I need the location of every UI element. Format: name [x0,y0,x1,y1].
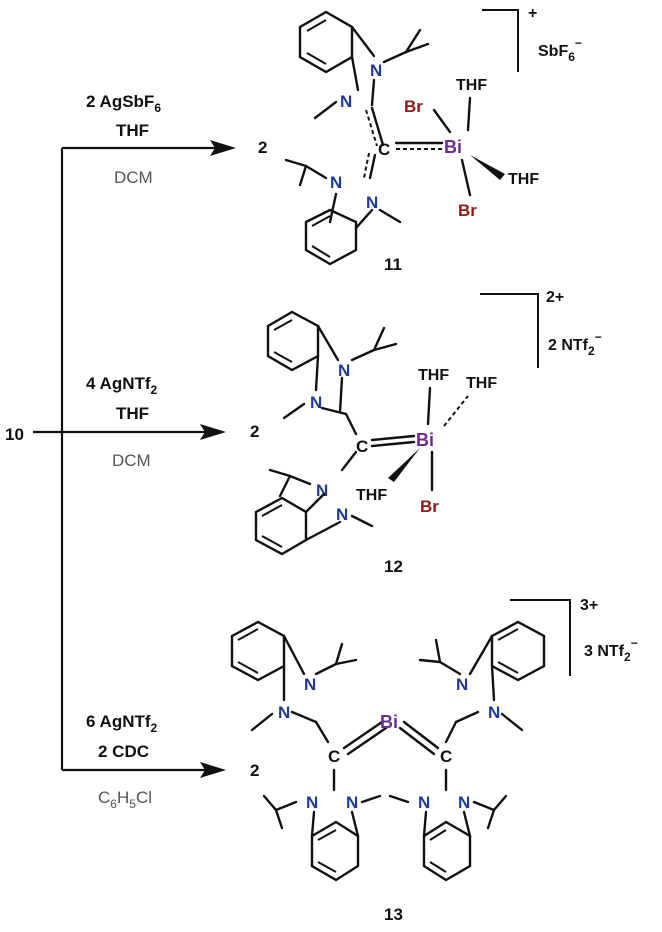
svg-text:C: C [328,747,340,766]
bracket-13 [510,599,571,676]
svg-text:N: N [340,92,352,111]
svg-text:N: N [316,481,328,500]
stoich-3: 2 [250,761,259,780]
arrow-2-head [200,424,226,440]
svg-text:THF: THF [466,375,497,392]
svg-text:Br: Br [420,497,439,516]
svg-text:N: N [338,361,350,380]
svg-text:C: C [440,747,452,766]
svg-text:N: N [278,703,290,722]
svg-text:N: N [366,193,378,212]
svg-text:N: N [336,505,348,524]
svg-text:Bi: Bi [444,137,462,157]
svg-text:N: N [330,173,342,192]
bracket-12 [480,293,539,368]
svg-text:C: C [356,437,368,456]
reagent-2-line2: THF [116,404,149,423]
solvent-2: DCM [112,451,151,470]
svg-text:N: N [456,675,468,694]
arrow-3-head [200,762,226,778]
charge-13: 3+ [580,597,598,614]
arrow-1-head [210,140,236,156]
stoich-1: 2 [258,138,267,157]
svg-text:N: N [310,393,322,412]
solvent-3: C6H5Cl [98,788,152,811]
reagent-1-line2: THF [116,121,149,140]
compound-13-label: 13 [384,905,403,924]
svg-text:THF: THF [456,77,487,94]
svg-text:N: N [304,675,316,694]
stoich-2: 2 [250,422,259,441]
charge-12: 2+ [546,289,564,306]
svg-text:Br: Br [404,97,423,116]
reagent-1: 2 AgSbF6 [86,92,161,115]
reagent-3: 6 AgNTf2 [86,712,158,735]
svg-text:N: N [418,793,430,812]
reagent-3-line2: 2 CDC [98,742,149,761]
svg-text:C: C [378,140,390,159]
svg-text:N: N [306,793,318,812]
svg-text:N: N [488,703,500,722]
svg-text:THF: THF [508,171,539,188]
reagent-2: 4 AgNTf2 [86,374,158,397]
svg-text:N: N [346,793,358,812]
solvent-1: DCM [114,168,153,187]
charge-11: + [528,5,537,22]
counterion-12: 2 NTf2− [548,330,602,358]
compound-11-label: 11 [384,255,402,274]
svg-text:Bi: Bi [416,430,434,450]
svg-text:Bi: Bi [380,712,398,732]
svg-text:N: N [458,793,470,812]
svg-text:THF: THF [418,367,449,384]
svg-text:N: N [370,61,382,80]
start-compound-label: 10 [5,425,24,444]
counterion-13: 3 NTf2− [584,636,638,664]
product-13-structure: N N C Bi C N N N N [230,620,546,882]
compound-12-label: 12 [384,557,403,576]
bracket-11 [482,9,519,72]
svg-text:Br: Br [458,201,477,220]
counterion-11: SbF6− [538,36,582,64]
product-12-structure: N N C N N Bi THF THF THF Br [254,310,497,556]
product-11-structure: N N C N N Bi Br THF THF Br [284,10,539,266]
svg-text:THF: THF [356,487,387,504]
